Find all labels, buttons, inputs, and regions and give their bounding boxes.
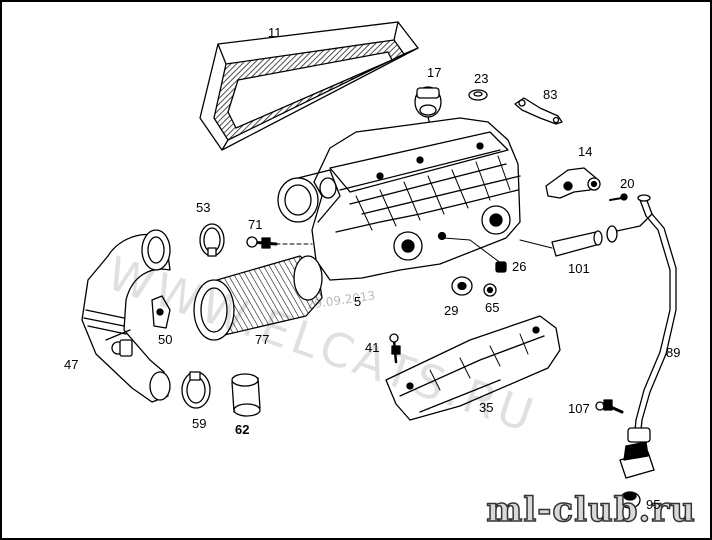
part-label-17: 17	[427, 65, 442, 80]
part-label-29: 29	[444, 303, 459, 318]
sleeve-101	[551, 230, 603, 257]
hose-clamp-59	[181, 371, 211, 409]
part-label-41: 41	[365, 340, 380, 355]
plug-26	[495, 261, 507, 273]
screw-20	[609, 193, 628, 201]
part-label-50: 50	[158, 332, 173, 347]
part-label-23: 23	[474, 71, 489, 86]
part-label-101: 101	[568, 261, 590, 276]
part-label-53: 53	[196, 200, 211, 215]
part-label-83: 83	[543, 87, 558, 102]
part-label-14: 14	[578, 144, 593, 159]
part-label-65: 65	[485, 300, 500, 315]
part-label-26: 26	[512, 259, 527, 274]
corrugated-hose-77	[193, 255, 323, 341]
air-filter-element	[199, 21, 419, 151]
sensor-50	[151, 295, 171, 329]
part-label-11: 11	[268, 25, 282, 40]
sensor-17	[414, 86, 442, 126]
part-label-95: 95	[646, 497, 661, 512]
vent-hose-89	[606, 194, 677, 479]
screw-107	[595, 399, 624, 414]
hose-clamp-53	[199, 223, 225, 257]
part-label-5: 5	[354, 294, 362, 309]
screw-71	[246, 236, 278, 249]
part-label-20: 20	[620, 176, 635, 191]
leader-lines	[275, 237, 553, 265]
sleeve-62	[231, 373, 261, 417]
part-label-107: 107	[568, 401, 590, 416]
screw-41	[389, 333, 401, 364]
part-label-77: 77	[255, 332, 270, 347]
engine-cover-35	[385, 315, 561, 421]
intake-manifold	[277, 117, 521, 281]
valve-14	[545, 167, 601, 199]
bracket-83	[514, 97, 563, 125]
watermark-ml-club: ml-club.ru	[486, 489, 696, 531]
part-label-89: 89	[666, 345, 681, 360]
screw-65	[483, 283, 497, 297]
seal-23	[468, 89, 488, 101]
washer-29	[451, 276, 473, 296]
part-label-59: 59	[192, 416, 207, 431]
part-label-35: 35	[479, 400, 494, 415]
part-label-47: 47	[64, 357, 79, 372]
part-label-62: 62	[235, 422, 250, 437]
intake-pipe-47	[81, 229, 171, 403]
part-label-71: 71	[248, 217, 263, 232]
cap-95	[619, 491, 641, 509]
